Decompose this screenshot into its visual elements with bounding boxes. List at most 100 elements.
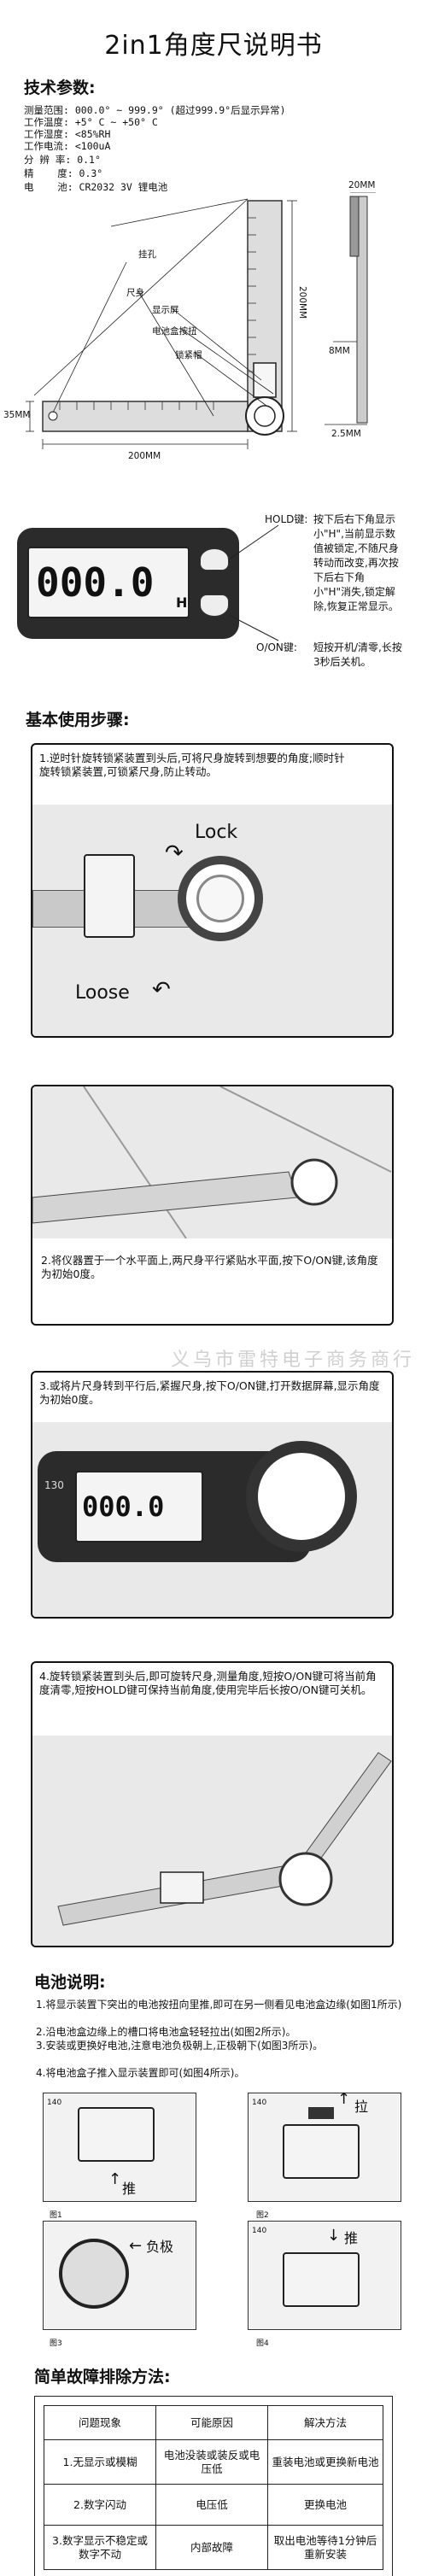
display-panel-section: 000.0 H HOLD键: 按下后右下角显示小"H",当前显示数值被锁定,不随… — [17, 512, 410, 675]
on-key-label: O/ON键: — [256, 641, 297, 653]
step-3-tick-label: 130 — [44, 1479, 64, 1491]
label-lock-cap: 锁紧帽 — [175, 350, 202, 360]
step-2-box: 2.将仪器置于一个水平面上,两尺身平行紧贴水平面,按下O/ON键,该角度为初始0… — [31, 1085, 394, 1326]
battery-item-4: 4.将电池盒子推入显示装置即可(如图4所示)。 — [36, 2067, 245, 2079]
spec-line-7: 电 池: CR2032 3V 锂电池 — [24, 181, 168, 193]
table-cell: 2.数字闪动 — [44, 2484, 156, 2526]
battery-item-2: 2.沿电池盒边缘上的槽口将电池盒轻轻拉出(如图2所示)。 — [36, 2026, 296, 2038]
dimension-diagram: 挂孔 尺身 显示屏 电池盒按扭 锁紧帽 35MM 200MM 200MM 20M… — [0, 180, 427, 474]
label-dim-20: 20MM — [348, 180, 376, 190]
trouble-header-cell: 问题现象 — [44, 2405, 156, 2440]
spec-line-4: 工作电流: <100uA — [24, 140, 111, 152]
label-body: 尺身 — [126, 288, 144, 298]
label-display: 显示屏 — [152, 305, 179, 315]
step-3-box: 3.或将片尺身转到平行后,紧握尺身,按下O/ON键,打开数据屏幕,显示角度为初始… — [31, 1371, 394, 1619]
trouble-heading: 简单故障排除方法: — [34, 2368, 171, 2386]
table-row: 1.无显示或模糊 电池没装或装反或电压低 重装电池或更换新电池 — [44, 2439, 383, 2485]
spec-line-5: 分 辨 率: 0.1° — [24, 154, 101, 166]
hold-button[interactable] — [200, 548, 229, 571]
table-cell: 1.无显示或模糊 — [44, 2439, 156, 2485]
fig-1-tick: 140 — [47, 2099, 62, 2107]
fig-4-display — [283, 2252, 360, 2307]
spec-line-3: 工作湿度: <85%RH — [24, 128, 111, 140]
fig-1-display — [78, 2107, 155, 2162]
fig-4-push-label: 推 — [344, 2230, 359, 2246]
table-row: 2.数字闪动 电压低 更换电池 — [44, 2484, 383, 2526]
lcd-reading: 000.0 — [36, 559, 155, 606]
table-cell: 3.数字显示不稳定或数字不动 — [44, 2525, 156, 2570]
label-hole: 挂孔 — [138, 249, 156, 260]
step-3-knob — [246, 1441, 357, 1552]
lcd-screen: 000.0 — [27, 547, 190, 618]
battery-fig-3: ← 负极 — [43, 2221, 196, 2330]
step-2-text: 2.将仪器置于一个水平面上,两尺身平行紧贴水平面,按下O/ON键,该角度为初始0… — [41, 1254, 378, 1280]
step-4-box: 4.旋转锁紧装置到头后,即可旋转尺身,测量角度,短按O/ON键可将当前角度清零,… — [31, 1661, 394, 1947]
hold-key-desc: 按下后右下角显示小"H",当前显示数值被锁定,不随尺身转动而改变,再次按下后右下… — [313, 513, 399, 612]
lock-label: Lock — [195, 822, 238, 843]
hold-key-label: HOLD键: — [265, 513, 308, 525]
battery-fig-1: 140 ↑ 推 — [43, 2093, 196, 2202]
trouble-table-frame: 问题现象 可能原因 解决方法 1.无显示或模糊 电池没装或装反或电压低 重装电池… — [34, 2396, 393, 2576]
fig-4-tick: 140 — [252, 2227, 267, 2235]
battery-item-1: 1.将显示装置下突出的电池按扭向里推,即可在另一侧看见电池盒边缘(如图1所示) — [36, 1999, 402, 2011]
table-cell: 重装电池或更换新电池 — [267, 2439, 383, 2485]
step-1-box: 1.逆时针旋转锁紧装置到头后,可将尺身旋转到想要的角度;顺时针旋转锁紧装置,可锁… — [31, 743, 394, 1038]
step-3-text: 3.或将片尺身转到平行后,紧握尺身,按下O/ON键,打开数据屏幕,显示角度为初始… — [39, 1379, 380, 1406]
rotate-cw-icon: ↷ — [165, 840, 184, 866]
step-3-reading: 000.0 — [82, 1490, 165, 1523]
table-cell: 取出电池等待1分钟后重新安装 — [267, 2525, 383, 2570]
fig-3-arrow-icon: ← — [129, 2237, 143, 2255]
fig-3-negative-label: 负极 — [146, 2239, 174, 2255]
table-cell: 电池没装或装反或电压低 — [155, 2439, 268, 2485]
battery-item-3: 3.安装或更换好电池,注意电池负极朝上,正极朝下(如图3所示)。 — [36, 2040, 324, 2052]
loose-label: Loose — [75, 982, 130, 1004]
tech-heading: 技术参数: — [24, 79, 96, 97]
rotate-ccw-icon: ↶ — [152, 977, 171, 1003]
on-button[interactable] — [200, 594, 229, 617]
fig-2-battery-tray — [308, 2107, 334, 2119]
fig-1-push-arrow-icon: ↑ — [108, 2170, 122, 2188]
fig-4-caption: 图4 — [256, 2339, 269, 2348]
fig-2-caption: 图2 — [256, 2211, 269, 2220]
on-key-desc: 短按开机/清零,长按3秒后关机。 — [313, 641, 402, 668]
fig-4-push-arrow-icon: ↓ — [327, 2227, 341, 2245]
spec-line-1: 测量范围: 000.0° ~ 999.9° (超过999.9°后显示异常) — [24, 104, 286, 116]
label-dim-200-v: 200MM — [297, 286, 307, 319]
lcd-hold-indicator: H — [176, 594, 188, 611]
step-1-text: 1.逆时针旋转锁紧装置到头后,可将尺身旋转到想要的角度;顺时针旋转锁紧装置,可锁… — [39, 752, 345, 778]
page-title: 2in1角度尺说明书 — [104, 31, 323, 61]
table-cell: 内部故障 — [155, 2525, 268, 2570]
fig-1-push-label: 推 — [122, 2181, 137, 2197]
fig-3-coin-cell — [59, 2239, 129, 2309]
label-dim-35: 35MM — [3, 410, 31, 420]
trouble-header-cell: 可能原因 — [155, 2405, 268, 2440]
table-row: 3.数字显示不稳定或数字不动 内部故障 取出电池等待1分钟后重新安装 — [44, 2525, 383, 2570]
step-2-lines-svg — [32, 1086, 392, 1238]
panel-leader-lines — [229, 524, 279, 641]
battery-heading: 电池说明: — [34, 1973, 106, 1992]
trouble-table: 问题现象 可能原因 解决方法 1.无显示或模糊 电池没装或装反或电压低 重装电池… — [44, 2405, 383, 2570]
step-1-display — [84, 854, 135, 938]
table-cell: 电压低 — [155, 2484, 268, 2526]
battery-fig-2: 140 ↑ 拉 — [248, 2090, 401, 2202]
fig-2-pull-arrow-icon: ↑ — [337, 2090, 351, 2108]
fig-1-caption: 图1 — [50, 2211, 62, 2220]
step-1-knob-center — [196, 875, 244, 922]
table-cell: 更换电池 — [267, 2484, 383, 2526]
trouble-header-row: 问题现象 可能原因 解决方法 — [44, 2405, 383, 2440]
ruler-diagram-svg — [26, 191, 376, 449]
battery-fig-4: 140 ↓ 推 — [248, 2221, 401, 2330]
label-dim-8: 8MM — [329, 346, 350, 356]
fig-2-display — [283, 2124, 360, 2179]
step-4-svg — [57, 1752, 392, 1926]
fig-2-pull-label: 拉 — [354, 2099, 369, 2115]
fig-3-caption: 图3 — [50, 2339, 62, 2348]
step-4-text: 4.旋转锁紧装置到头后,即可旋转尺身,测量角度,短按O/ON键可将当前角度清零,… — [39, 1670, 377, 1696]
label-dim-25: 2.5MM — [331, 429, 361, 439]
step-3-lcd: 000.0 — [75, 1471, 203, 1543]
fig-2-tick: 140 — [252, 2099, 267, 2107]
watermark: 义乌市雷特电子商务商行 — [171, 1349, 416, 1371]
spec-line-6: 精 度: 0.3° — [24, 167, 103, 179]
steps-heading: 基本使用步骤: — [26, 711, 130, 729]
label-battery-button: 电池盒按扭 — [152, 326, 197, 337]
